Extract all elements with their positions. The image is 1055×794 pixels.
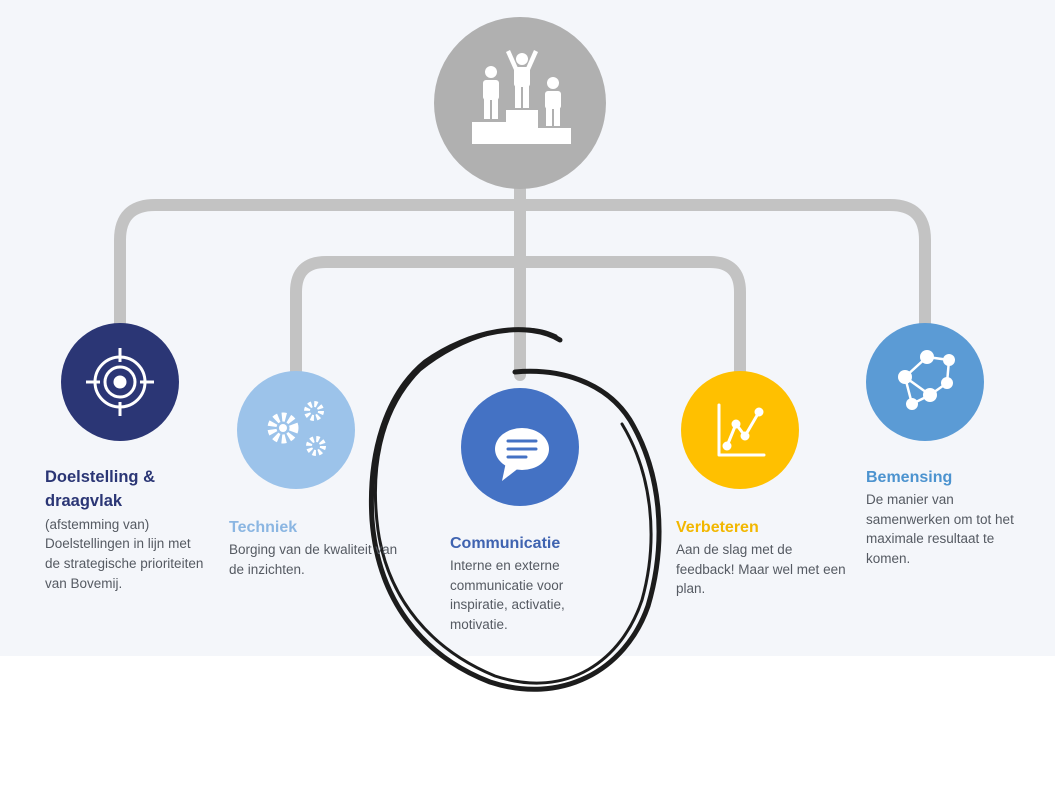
doelstelling-title: Doelstelling & draagvlak — [45, 468, 156, 510]
label-verbeteren: Verbeteren Aan de slag met de feedback! … — [676, 516, 851, 599]
verbeteren-description: Aan de slag met de feedback! Maar wel me… — [676, 542, 846, 597]
techniek-title: Techniek — [229, 519, 298, 536]
hand-drawn-annotation-circle — [368, 327, 662, 692]
node-bemensing — [866, 323, 984, 441]
top-node — [434, 17, 606, 189]
verbeteren-title: Verbeteren — [676, 519, 759, 536]
node-communicatie — [461, 388, 579, 506]
label-bemensing: Bemensing De manier van samenwerken om t… — [866, 466, 1041, 568]
techniek-description: Borging van de kwaliteit van de inzichte… — [229, 542, 398, 577]
target-icon — [86, 348, 154, 416]
node-verbeteren — [681, 371, 799, 489]
gears-icon — [267, 401, 326, 456]
label-doelstelling: Doelstelling & draagvlak (afstemming van… — [45, 466, 205, 593]
label-communicatie: Communicatie Interne en externe communic… — [450, 532, 610, 634]
communicatie-description: Interne en externe communicatie voor ins… — [450, 558, 565, 632]
doelstelling-description: (afstemming van) Doelstellingen in lijn … — [45, 516, 204, 591]
bemensing-description: De manier van samenwerken om tot het max… — [866, 492, 1014, 566]
people-network-icon — [898, 350, 955, 410]
communicatie-title: Communicatie — [450, 535, 561, 552]
line-chart-icon — [717, 403, 766, 457]
bemensing-title: Bemensing — [866, 469, 953, 486]
node-doelstelling — [61, 323, 179, 441]
chat-bubble-icon — [495, 428, 549, 481]
node-techniek — [237, 371, 355, 489]
label-techniek: Techniek Borging van de kwaliteit van de… — [229, 516, 404, 579]
podium-icon — [472, 50, 571, 144]
